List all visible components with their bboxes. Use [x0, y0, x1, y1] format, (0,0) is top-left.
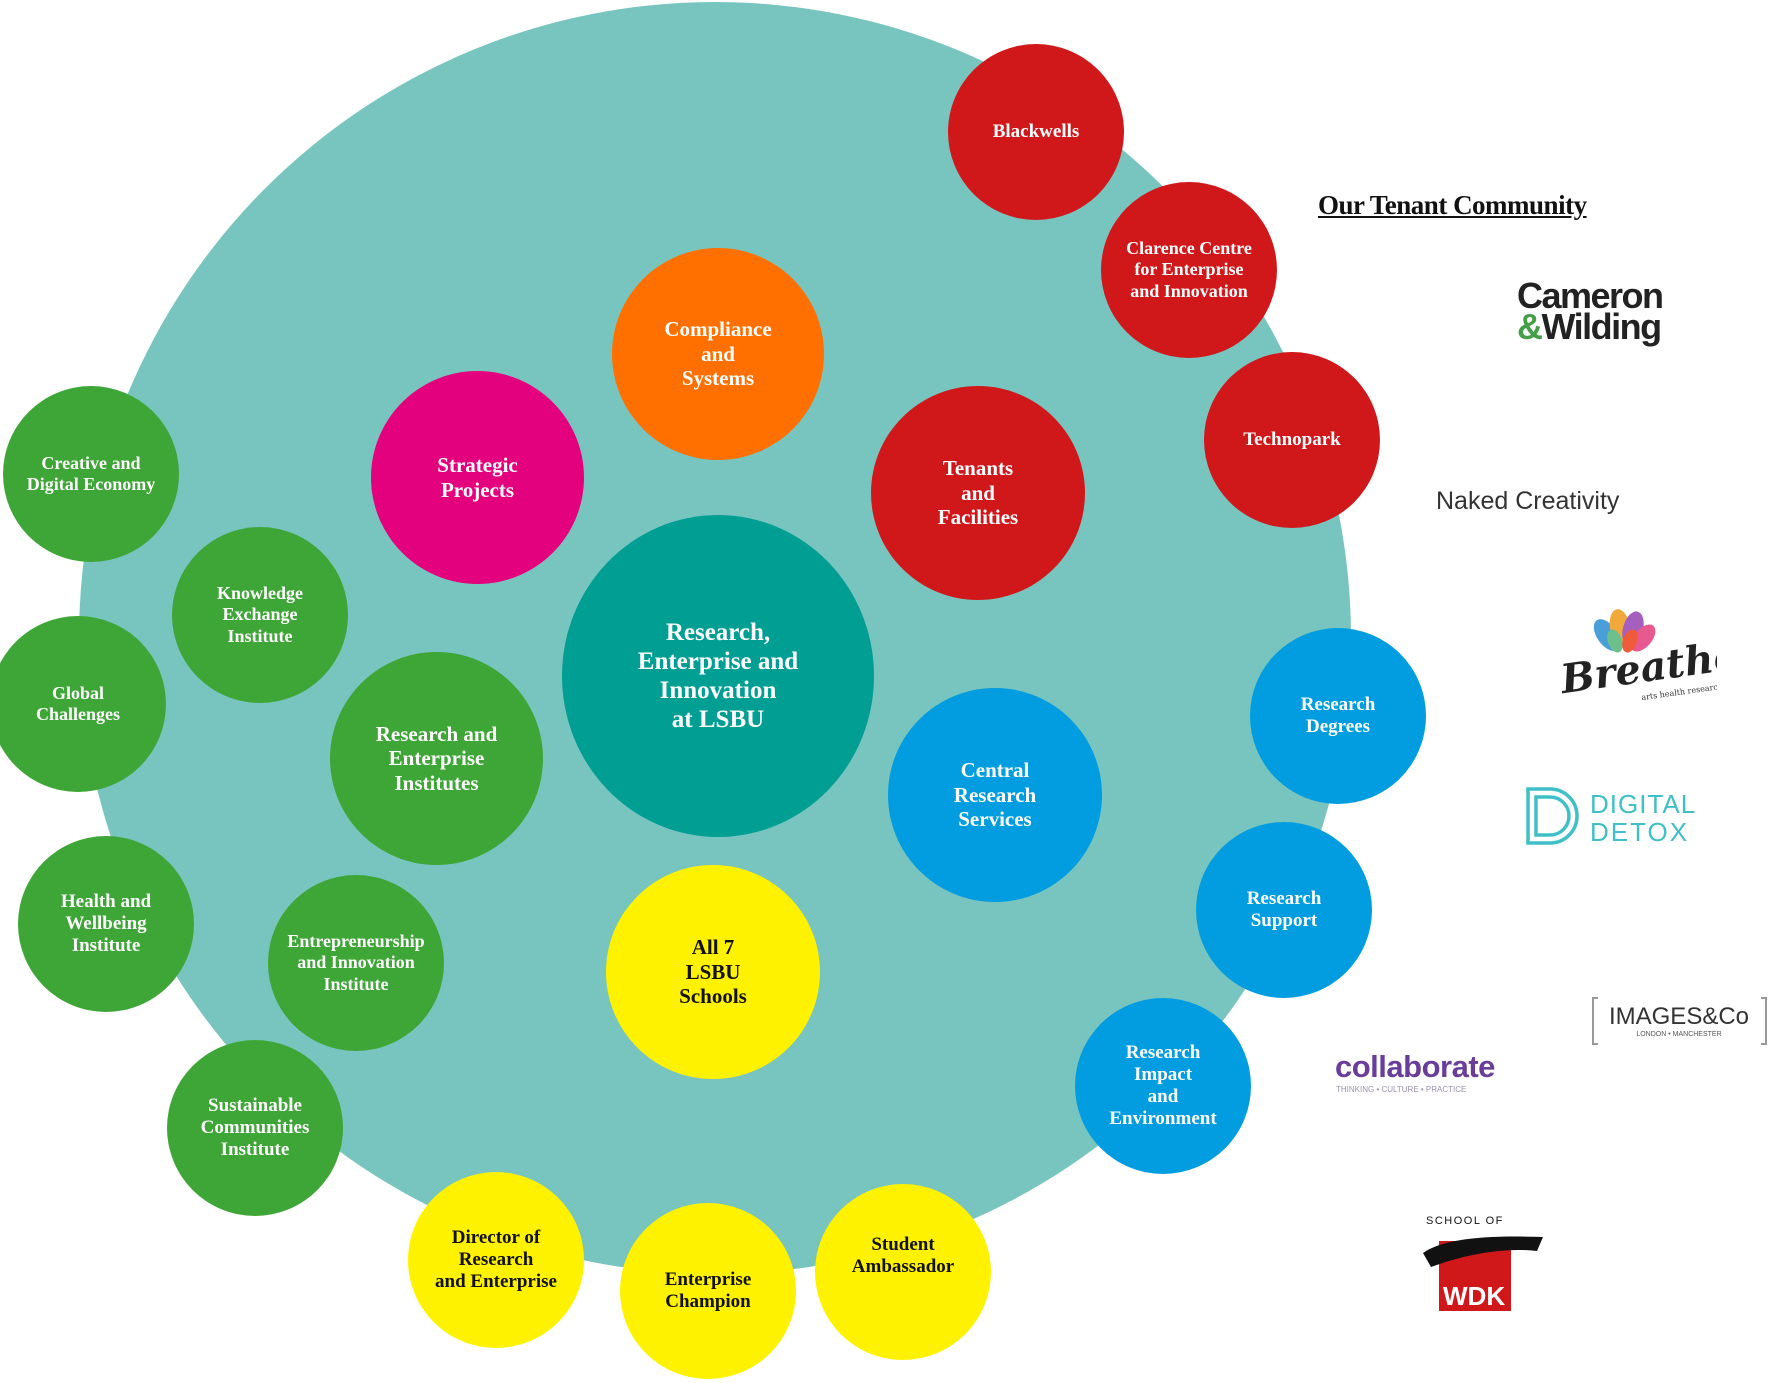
images-co-logo-wordmark: IMAGES&Co	[1609, 1003, 1749, 1030]
digital-detox-logo: DIGITAL DETOX	[1526, 787, 1696, 847]
cameron-wilding-logo-bottom-row: &Wilding	[1517, 309, 1663, 345]
blackwells-node-label: Blackwells	[992, 120, 1080, 142]
collaborate-logo: collaborate THINKING • CULTURE • PRACTIC…	[1335, 1049, 1496, 1094]
technopark-node: Technopark	[1204, 352, 1380, 528]
tenant-community-heading: Our Tenant Community	[1318, 190, 1587, 220]
cameron-wilding-logo-ampersand: &	[1517, 306, 1543, 347]
collaborate-logo-wordmark: collaborate	[1335, 1049, 1495, 1084]
images-co-logo: IMAGES&Co LONDON • MANCHESTER	[1592, 997, 1767, 1045]
collaborate-logo-subtitle: THINKING • CULTURE • PRACTICE	[1336, 1085, 1466, 1094]
digital-detox-logo-top: DIGITAL	[1590, 789, 1696, 819]
blackwells-node: Blackwells	[948, 44, 1124, 220]
cameron-wilding-logo: Cameron &Wilding	[1517, 275, 1664, 345]
images-co-logo-bracket-right	[1761, 997, 1767, 1045]
school-of-wdk-logo: SCHOOL OF WDK	[1423, 1215, 1543, 1311]
digital-detox-logo-d-mark	[1526, 787, 1579, 845]
digital-detox-logo-bottom: DETOX	[1590, 817, 1689, 847]
school-of-wdk-logo-brushstroke	[1423, 1236, 1543, 1267]
breathe-logo-petals	[1593, 609, 1656, 653]
images-co-logo-bracket-left	[1592, 997, 1598, 1045]
breathe-logo: Breathe arts health research	[1557, 609, 1717, 703]
cameron-wilding-logo-bottom: Wilding	[1541, 306, 1663, 347]
cameron-wilding-logo-top: Cameron	[1517, 275, 1664, 316]
school-of-wdk-logo-wordmark: WDK	[1443, 1281, 1505, 1311]
technopark-node-label: Technopark	[1243, 428, 1341, 450]
images-co-logo-subtitle: LONDON • MANCHESTER	[1636, 1031, 1721, 1038]
naked-creativity-logo: Naked Creativity	[1436, 487, 1620, 515]
school-of-wdk-logo-top: SCHOOL OF	[1426, 1215, 1504, 1227]
